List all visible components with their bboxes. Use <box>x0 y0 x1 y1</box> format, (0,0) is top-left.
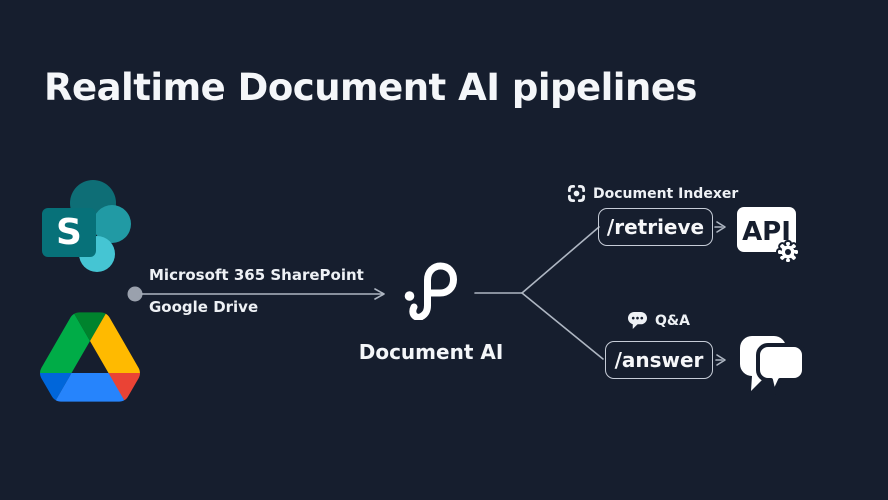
answer-arrowhead-icon <box>716 354 726 366</box>
sharepoint-logo-icon: S <box>42 180 131 272</box>
pathway-logo-icon <box>404 262 457 320</box>
answer-tag-label: Q&A <box>655 312 690 329</box>
qa-bubble-icon <box>628 311 647 330</box>
document-indexer-icon <box>567 184 586 203</box>
pipeline-label: Document AI <box>358 340 504 364</box>
google-drive-logo <box>40 312 140 402</box>
source-label-gdrive: Google Drive <box>149 298 259 316</box>
fork-lower-line <box>521 292 604 360</box>
answer-endpoint-box: /answer <box>605 341 713 379</box>
fork-upper-line <box>521 226 600 294</box>
answer-tag-row: Q&A <box>627 311 690 330</box>
source-label-microsoft: Microsoft 365 SharePoint <box>149 266 364 284</box>
page-title: Realtime Document AI pipelines <box>44 66 697 109</box>
retrieve-endpoint-box: /retrieve <box>598 208 713 246</box>
api-box-icon: API <box>737 207 800 264</box>
retrieve-tag-row: Document Indexer <box>567 184 738 203</box>
retrieve-arrowhead-icon <box>716 221 726 233</box>
pathway-logo <box>402 262 458 320</box>
api-icon: API <box>735 204 801 266</box>
chat-icon <box>740 336 806 395</box>
source-arrowhead-icon <box>374 288 385 300</box>
sharepoint-logo: S <box>40 178 150 278</box>
chat-bubbles-icon <box>736 331 808 399</box>
sharepoint-initial: S <box>56 212 82 253</box>
retrieve-tag-label: Document Indexer <box>593 185 739 202</box>
gear-icon <box>776 240 800 264</box>
google-drive-logo-icon <box>40 312 140 402</box>
source-merge-dot <box>127 286 143 302</box>
